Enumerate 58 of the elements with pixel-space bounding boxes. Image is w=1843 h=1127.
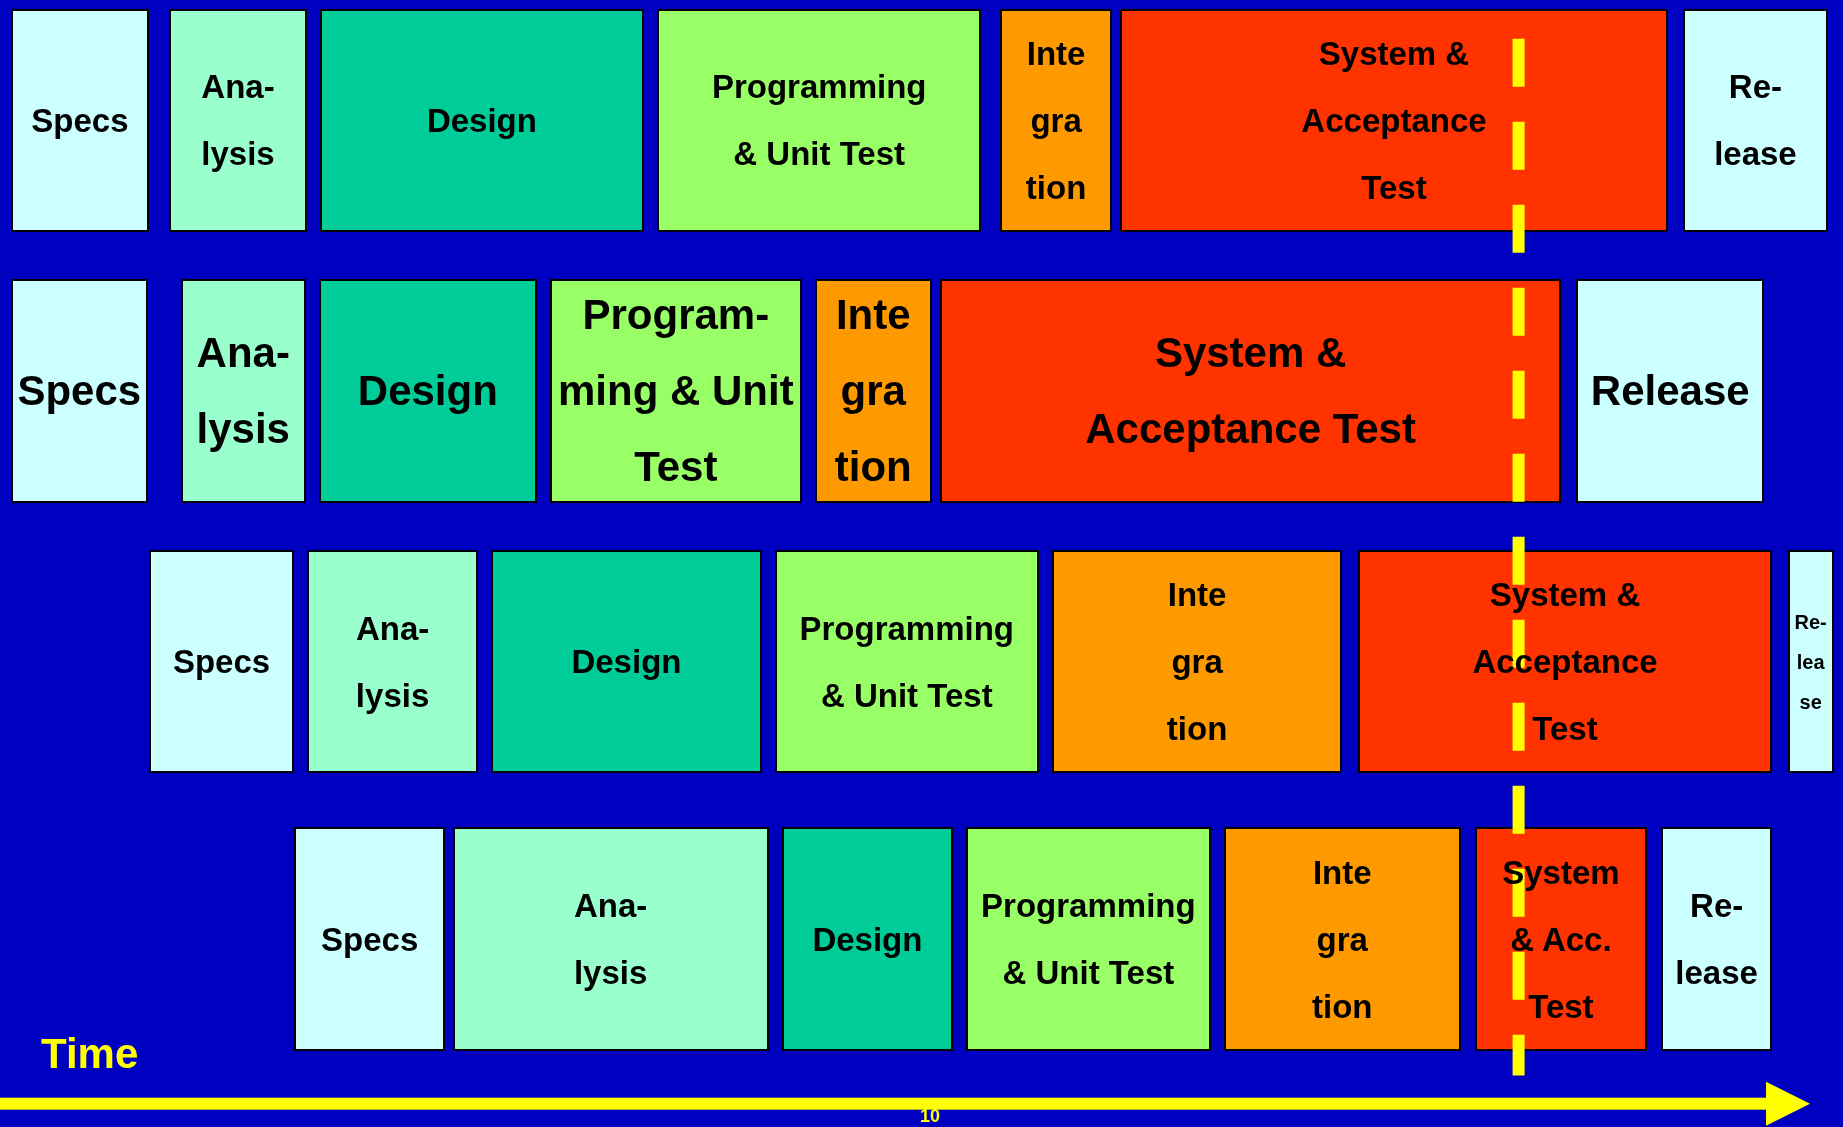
phase-label: Ana- lysis bbox=[200, 67, 276, 175]
phase-label: System & Acceptance Test bbox=[1084, 327, 1417, 454]
phase-box bbox=[1576, 278, 1765, 504]
phase-box bbox=[318, 278, 538, 504]
phase-label: System & Acc. Test bbox=[1501, 852, 1621, 1027]
tick-label: 10 bbox=[920, 1106, 941, 1127]
phase-box bbox=[1660, 827, 1773, 1051]
phase-label: Release bbox=[1590, 365, 1750, 416]
phase-label: Specs bbox=[31, 100, 129, 141]
phase-box bbox=[319, 9, 645, 232]
phase-label: Specs bbox=[17, 365, 142, 416]
phase-label: Re- lea se bbox=[1793, 609, 1828, 715]
phase-label: Specs bbox=[321, 919, 419, 960]
phase-box bbox=[1787, 550, 1834, 774]
phase-label: Re- lease bbox=[1713, 67, 1798, 175]
phase-label: Programming & Unit Test bbox=[798, 608, 1016, 716]
phase-box bbox=[452, 827, 769, 1051]
phase-label: System & Acceptance Test bbox=[1300, 33, 1488, 208]
phase-label: Ana- lysis bbox=[354, 608, 431, 716]
phase-label: Programming & Unit Test bbox=[710, 67, 928, 175]
phase-box bbox=[1223, 827, 1461, 1051]
phase-label: Specs bbox=[172, 642, 271, 683]
phase-label: Ana- lysis bbox=[572, 886, 649, 994]
axis-title: Time bbox=[41, 1030, 139, 1078]
phase-box bbox=[169, 9, 307, 232]
phase-box bbox=[966, 827, 1211, 1051]
phase-box bbox=[940, 278, 1561, 504]
phase-box bbox=[491, 550, 762, 774]
phase-label: Inte gra tion bbox=[1165, 575, 1229, 750]
phase-box bbox=[149, 550, 294, 774]
phase-box bbox=[1000, 9, 1112, 232]
phase-label: Inte gra tion bbox=[1311, 852, 1374, 1027]
phase-label: Ana- lysis bbox=[195, 327, 291, 454]
phase-box bbox=[814, 278, 933, 504]
phase-label: System & Acceptance Test bbox=[1471, 575, 1659, 750]
phase-box bbox=[781, 827, 954, 1051]
phase-label: Design bbox=[812, 919, 923, 960]
phase-box bbox=[306, 550, 479, 774]
phase-box bbox=[10, 278, 149, 504]
phase-box bbox=[1683, 9, 1828, 232]
phase-label: Inte gra tion bbox=[833, 289, 913, 492]
phase-box bbox=[1475, 827, 1647, 1051]
phase-label: Inte gra tion bbox=[1024, 33, 1088, 208]
phase-label: Design bbox=[571, 642, 682, 683]
phase-label: Re- lease bbox=[1674, 886, 1759, 994]
phase-box bbox=[1051, 550, 1343, 774]
phase-label: Design bbox=[426, 100, 537, 141]
phase-label: Program- ming & Unit Test bbox=[557, 289, 795, 492]
phase-box bbox=[1120, 9, 1668, 232]
phase-box bbox=[550, 278, 802, 504]
phase-box bbox=[10, 9, 150, 232]
phase-box bbox=[1357, 550, 1773, 774]
phase-label: Design bbox=[357, 365, 498, 416]
phase-label: Programming & Unit Test bbox=[980, 886, 1197, 994]
phase-box bbox=[181, 278, 306, 504]
phase-box bbox=[293, 827, 446, 1051]
phase-box bbox=[774, 550, 1039, 774]
phase-box bbox=[657, 9, 982, 232]
